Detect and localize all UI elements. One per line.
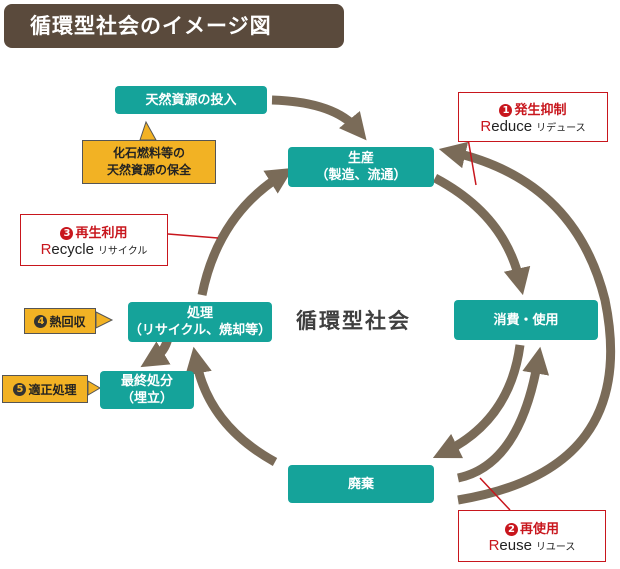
callout-reduce-jp: 発生抑制 <box>514 103 567 118</box>
node-consumption: 消費・使用 <box>454 300 598 340</box>
callout-reuse-number: 2 <box>504 523 518 536</box>
callout-recycle-jp: 再生利用 <box>75 226 128 241</box>
callout-reduce-cap: R <box>480 118 492 135</box>
node-final-disposal-sublabel: （埋立） <box>120 391 173 406</box>
node-treatment: 処理 （リサイクル、焼却等） <box>128 302 272 342</box>
arrow-reuse-loop <box>456 346 550 483</box>
node-treatment-label: 処理 <box>186 306 213 321</box>
node-natural-input: 天然資源の投入 <box>115 86 267 114</box>
node-production-label: 生産 <box>347 151 374 166</box>
callout-reduce-word: educe <box>491 118 533 135</box>
note-line2: 天然資源の保全 <box>106 163 191 177</box>
callout-recycle-word: ecycle <box>51 241 94 258</box>
node-treatment-sublabel: （リサイクル、焼却等） <box>128 323 272 338</box>
reuse-pointer <box>479 477 511 511</box>
callout-reuse-cap: R <box>488 537 500 554</box>
callout-heat-recovery-label: 熱回収 <box>49 314 86 329</box>
node-production-sublabel: （製造、流通） <box>315 168 407 183</box>
callout-proper-disposal-label: 適正処理 <box>28 382 77 397</box>
center-label: 循環型社会 <box>296 309 411 333</box>
callout-reuse-word: euse <box>499 537 532 554</box>
proper-disposal-pointer <box>87 380 101 396</box>
arrow-disposal-to-treatment <box>185 346 278 466</box>
note-pointer <box>139 120 157 141</box>
node-natural-input-label: 天然資源の投入 <box>145 92 237 108</box>
callout-proper-disposal-number: 5 <box>13 382 27 396</box>
note-line1: 化石燃料等の <box>112 146 185 160</box>
node-final-disposal: 最終処分 （埋立） <box>100 371 194 409</box>
node-consumption-label: 消費・使用 <box>493 312 559 328</box>
callout-recycle-cap: R <box>40 241 52 258</box>
callout-reuse-jp: 再使用 <box>519 522 559 537</box>
arrow-input-to-production <box>271 95 367 141</box>
node-final-disposal-label: 最終処分 <box>120 374 173 389</box>
arrow-consumption-to-disposal <box>432 344 525 459</box>
node-disposal: 廃棄 <box>288 465 434 503</box>
callout-reduce-number: 1 <box>499 104 513 117</box>
callout-reduce-kana: リデュース <box>536 123 586 134</box>
arrow-treatment-to-production <box>197 167 294 296</box>
recycle-pointer <box>167 233 219 239</box>
arrow-reduce-loop <box>438 141 616 505</box>
callout-recycle-number: 3 <box>60 227 74 240</box>
resource-conservation-note: 化石燃料等の 天然資源の保全 <box>82 140 216 184</box>
node-production: 生産 （製造、流通） <box>288 147 434 187</box>
callout-reuse-kana: リユース <box>535 542 576 553</box>
node-disposal-label: 廃棄 <box>347 476 374 492</box>
page-title: 循環型社会のイメージ図 <box>4 4 344 48</box>
heat-recovery-pointer <box>95 311 114 329</box>
arrow-production-to-consumption <box>432 174 531 296</box>
callout-recycle-kana: リサイクル <box>97 246 148 257</box>
callout-heat-recovery-number: 4 <box>34 314 48 328</box>
